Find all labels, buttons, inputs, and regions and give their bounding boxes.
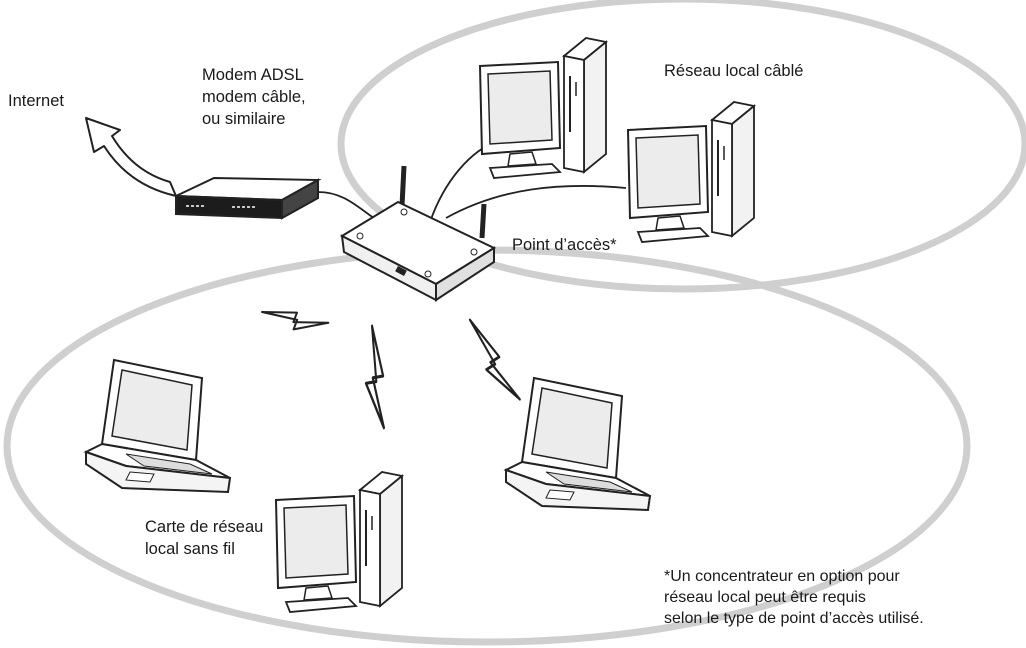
label-modem: Modem ADSL modem câble, ou similaire xyxy=(202,66,306,128)
footnote: *Un concentrateur en option pour réseau … xyxy=(664,568,924,627)
access-point-icon xyxy=(339,165,497,302)
wireless-signal-icon xyxy=(261,288,330,346)
wired-lan-zone xyxy=(337,0,1026,293)
cable-to-desktop-2 xyxy=(445,185,627,219)
wireless-signal-icon xyxy=(356,324,400,430)
wireless-signal-icon xyxy=(468,311,522,408)
internet-arrow-icon xyxy=(85,117,177,197)
label-wired-lan: Réseau local câblé xyxy=(664,62,804,80)
laptop-computer-icon xyxy=(505,377,651,511)
laptop-computer-icon xyxy=(85,359,231,493)
label-wireless-card: Carte de réseau local sans fil xyxy=(145,518,264,558)
desktop-computer-icon xyxy=(275,471,403,613)
desktop-computer-icon xyxy=(627,101,755,243)
label-access-point: Point d’accès* xyxy=(512,236,617,254)
modem-icon xyxy=(175,176,322,220)
desktop-computer-icon xyxy=(479,37,607,179)
label-internet: Internet xyxy=(8,92,64,110)
